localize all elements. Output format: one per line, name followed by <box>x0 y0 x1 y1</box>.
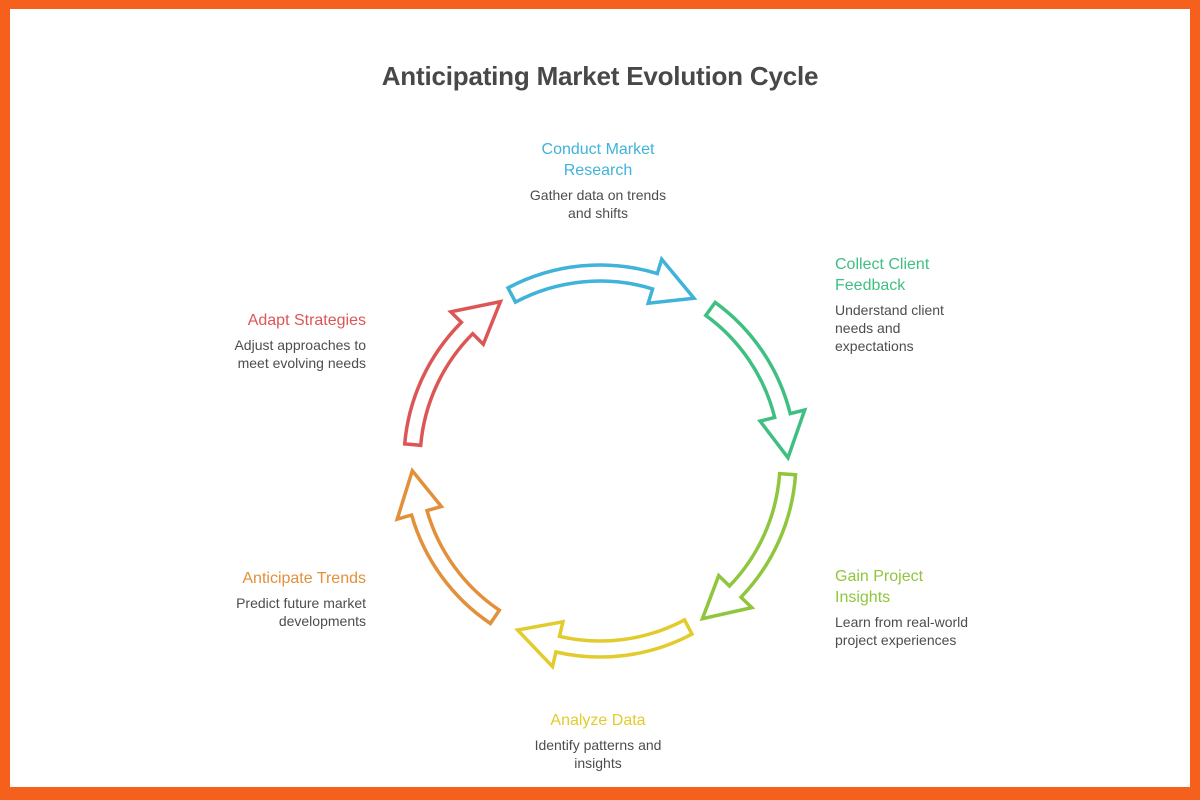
step-adapt-strategies: Adapt Strategies Adjust approaches to me… <box>216 310 366 372</box>
step-label-anticipate-trends: Anticipate Trends <box>242 570 366 587</box>
step-label-analyze-data: Analyze Data <box>550 712 646 729</box>
step-anticipate-trends: Anticipate Trends Predict future market … <box>216 568 366 630</box>
page-title: Anticipating Market Evolution Cycle <box>381 61 819 91</box>
step-gain-project-insights: Gain Project Insights Learn from real-wo… <box>835 566 975 649</box>
arrow-conduct-market-research <box>505 255 698 306</box>
step-description-anticipate-trends: Predict future market developments <box>236 595 366 629</box>
step-description-collect-client-feedback: Understand client needs and expectations <box>835 302 944 354</box>
step-conduct-market-research: Conduct Market Research Gather data on t… <box>523 139 673 222</box>
step-description-analyze-data: Identify patterns and insights <box>534 737 662 771</box>
arrow-gain-project-insights <box>699 471 798 622</box>
step-label-adapt-strategies: Adapt Strategies <box>247 312 366 329</box>
cycle-arrows <box>394 255 808 671</box>
diagram-canvas: Anticipating Market Evolution Cycle Cond… <box>10 9 1190 787</box>
step-label-gain-project-insights: Gain Project Insights <box>835 568 924 606</box>
step-label-collect-client-feedback: Collect Client Feedback <box>835 256 930 294</box>
step-description-gain-project-insights: Learn from real-world project experience… <box>835 614 969 648</box>
step-collect-client-feedback: Collect Client Feedback Understand clien… <box>835 254 975 355</box>
arrow-collect-client-feedback <box>703 299 808 462</box>
arrow-adapt-strategies <box>402 299 504 448</box>
step-label-conduct-market-research: Conduct Market Research <box>541 141 655 179</box>
arrow-analyze-data <box>514 617 695 671</box>
arrow-anticipate-trends <box>394 467 502 626</box>
step-description-adapt-strategies: Adjust approaches to meet evolving needs <box>234 337 366 371</box>
step-analyze-data: Analyze Data Identify patterns and insig… <box>523 710 673 772</box>
step-description-conduct-market-research: Gather data on trends and shifts <box>529 187 667 221</box>
